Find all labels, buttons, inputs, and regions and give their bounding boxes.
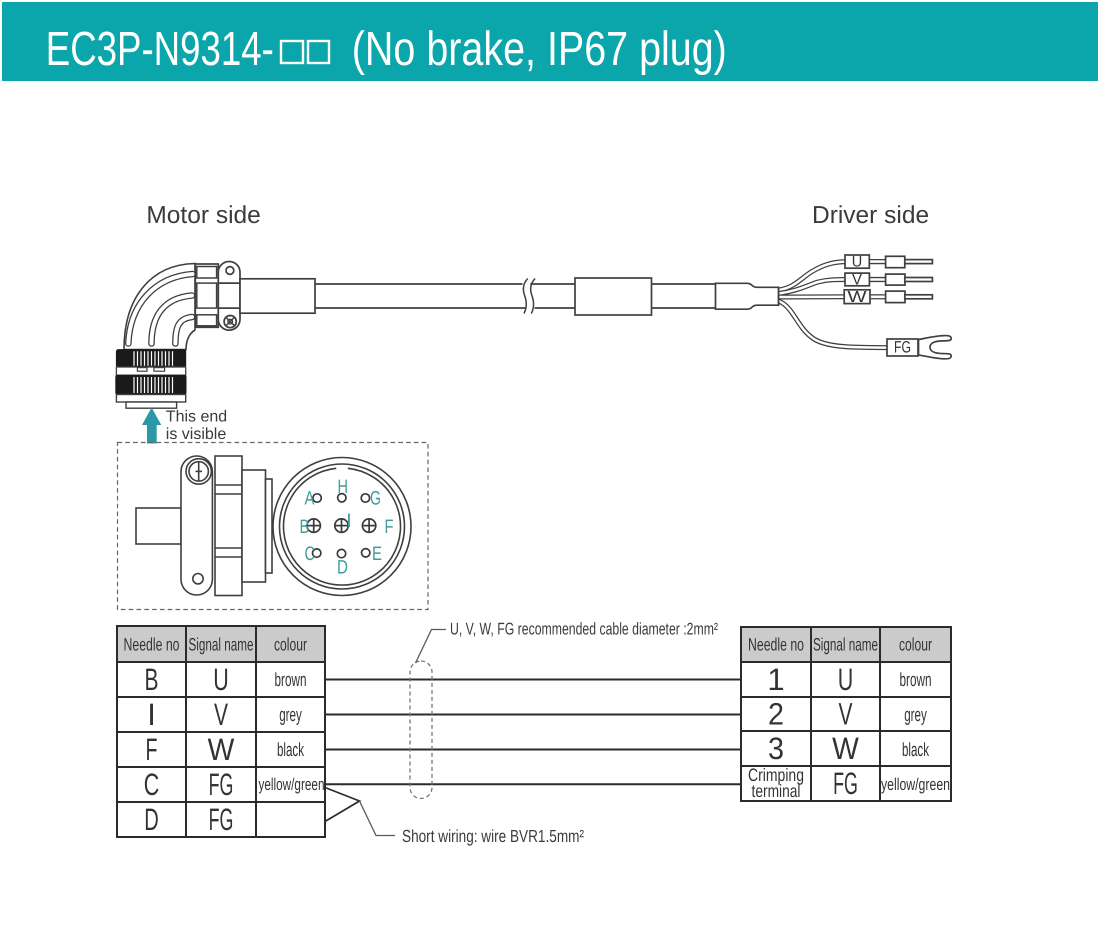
svg-text:Needle no: Needle no [748, 635, 804, 655]
svg-text:(No brake, IP67 plug): (No brake, IP67 plug) [352, 23, 727, 76]
svg-text:I: I [346, 510, 351, 532]
svg-text:EC3P-N9314-: EC3P-N9314- [46, 23, 274, 76]
svg-text:V: V [214, 697, 228, 732]
svg-text:FG: FG [209, 802, 234, 837]
svg-text:3: 3 [768, 731, 784, 766]
svg-text:W: W [208, 732, 235, 767]
svg-text:F: F [385, 516, 394, 538]
svg-text:Needle no: Needle no [124, 635, 180, 655]
svg-text:FG: FG [209, 767, 234, 802]
svg-text:U: U [838, 662, 854, 697]
svg-text:FG: FG [894, 338, 911, 356]
svg-text:colour: colour [899, 635, 932, 655]
svg-text:brown: brown [275, 670, 307, 691]
svg-text:colour: colour [274, 635, 307, 655]
svg-text:U, V, W, FG recommended cable: U, V, W, FG recommended cable diameter :… [450, 620, 718, 639]
svg-text:H: H [337, 476, 348, 498]
svg-text:B: B [300, 516, 310, 538]
svg-text:D: D [144, 802, 159, 837]
svg-text:black: black [902, 740, 929, 761]
svg-text:FG: FG [833, 766, 858, 801]
svg-text:B: B [145, 662, 159, 697]
svg-text:2: 2 [768, 697, 784, 732]
svg-text:yellow/green: yellow/green [881, 775, 950, 794]
svg-text:I: I [147, 697, 156, 732]
svg-text:This end: This end [166, 409, 227, 426]
svg-text:Signal name: Signal name [189, 635, 254, 655]
svg-text:D: D [337, 557, 348, 579]
svg-text:Signal name: Signal name [813, 635, 878, 655]
svg-text:U: U [213, 662, 229, 697]
svg-text:brown: brown [900, 670, 932, 691]
svg-text:Crimping: Crimping [748, 765, 804, 785]
svg-text:E: E [372, 543, 382, 565]
svg-text:Short wiring: wire BVR1.5mm²: Short wiring: wire BVR1.5mm² [402, 826, 584, 846]
svg-text:1: 1 [767, 662, 784, 697]
svg-text:grey: grey [279, 705, 302, 726]
svg-text:C: C [144, 767, 160, 802]
svg-text:A: A [305, 487, 315, 509]
svg-text:F: F [146, 732, 158, 767]
svg-text:black: black [277, 740, 304, 761]
svg-text:C: C [305, 543, 316, 565]
svg-text:W: W [832, 731, 859, 766]
svg-text:U: U [852, 254, 863, 271]
svg-text:yellow/green: yellow/green [259, 775, 325, 794]
svg-text:V: V [852, 272, 863, 289]
svg-text:is visible: is visible [166, 426, 227, 443]
svg-text:grey: grey [904, 705, 927, 726]
svg-text:V: V [839, 697, 853, 732]
svg-text:terminal: terminal [752, 781, 801, 801]
svg-text:W: W [848, 289, 868, 306]
svg-text:Driver side: Driver side [812, 202, 929, 229]
svg-text:Motor side: Motor side [146, 202, 260, 229]
svg-text:G: G [370, 487, 381, 509]
